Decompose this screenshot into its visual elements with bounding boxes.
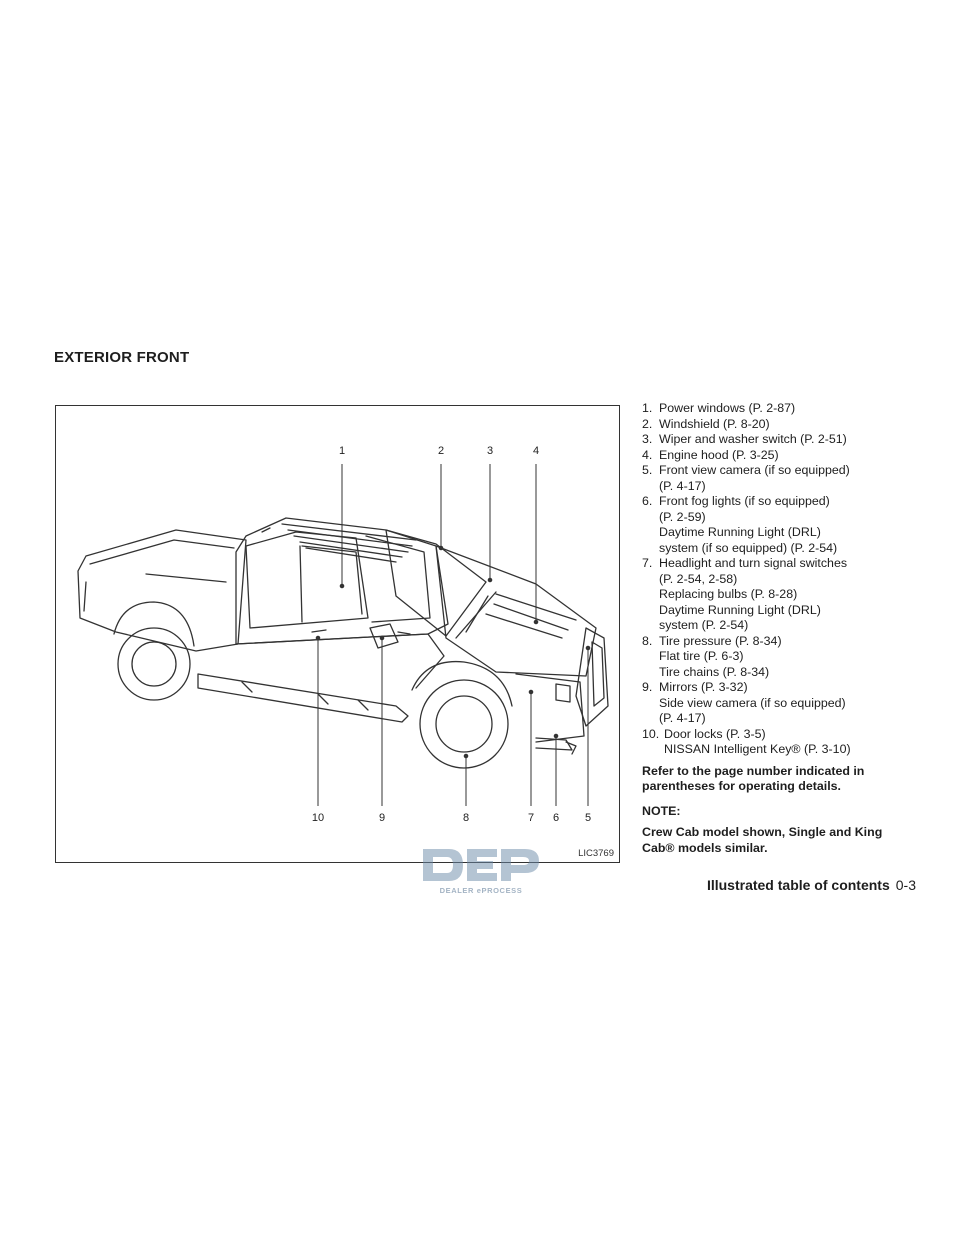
side-mirror: [369, 623, 399, 649]
legend-item-number: 2.: [642, 416, 653, 431]
legend-item-text: Replacing bulbs (P. 8-28): [659, 587, 798, 601]
legend-item: 4. Engine hood (P. 3-25): [642, 448, 916, 464]
page-number: 0-3: [895, 877, 916, 893]
legend-item-text: Daytime Running Light (DRL): [659, 525, 821, 539]
callout-numbers: 1 2 3 4 10 9 8 7 6 5: [56, 406, 619, 862]
page-footer: Illustrated table of contents 0-3: [707, 877, 916, 893]
legend-item-text: Front view camera (if so equipped): [659, 463, 850, 477]
callout-7: 7: [527, 812, 535, 824]
windshield: [385, 529, 487, 637]
legend-item-number: 4.: [642, 447, 653, 462]
callout-2: 2: [437, 445, 445, 457]
note-body: Crew Cab model shown, Single and King Ca…: [642, 825, 883, 855]
legend-item: 3. Wiper and washer switch (P. 2-51): [642, 432, 916, 448]
legend-item: 5. Front view camera (if so equipped) (P…: [642, 463, 916, 494]
legend-item-text: (P. 4-17): [659, 478, 706, 493]
watermark-text: DEALER ePROCESS: [439, 886, 523, 895]
callout-3: 3: [486, 445, 494, 457]
legend-item-text: system (P. 2-54): [659, 618, 749, 632]
legend-item-text: Windshield (P. 8-20): [659, 416, 770, 431]
dep-logo-icon: [423, 849, 539, 881]
legend: 1. Power windows (P. 2-87) 2. Windshield…: [642, 401, 916, 856]
legend-item-number: 7.: [642, 556, 653, 570]
legend-list: 1. Power windows (P. 2-87) 2. Windshield…: [642, 401, 916, 758]
legend-item-text: NISSAN Intelligent Key® (P. 3-10): [664, 742, 851, 756]
dealer-eprocess-watermark: DEALER ePROCESS: [419, 845, 543, 895]
legend-item: 2. Windshield (P. 8-20): [642, 417, 916, 433]
note-heading: NOTE:: [642, 803, 681, 818]
legend-item-number: 3.: [642, 432, 653, 446]
callout-10: 10: [311, 812, 325, 824]
front-grille: [575, 627, 609, 727]
roof-rack: [261, 523, 417, 563]
footer-title: Illustrated table of contents: [706, 877, 890, 893]
legend-item-number: 8.: [642, 633, 653, 648]
refer-note: Refer to the page number indicated in pa…: [642, 763, 865, 794]
section-title: EXTERIOR FRONT: [54, 349, 190, 366]
truck-exterior-figure: 1 2 3 4 10 9 8 7 6 5 LIC3769: [55, 405, 620, 863]
figure-id: LIC3769: [578, 848, 614, 859]
legend-item-text: Tire chains (P. 8-34): [659, 664, 770, 679]
callout-leaders: [315, 464, 591, 806]
legend-item-number: 1.: [642, 401, 653, 415]
front-wheel: [419, 679, 509, 769]
rear-wheel: [117, 627, 191, 701]
legend-item-text: Power windows (P. 2-87): [659, 401, 796, 415]
legend-item: 9. Mirrors (P. 3-32) Side view camera (i…: [642, 680, 916, 727]
legend-item: 7. Headlight and turn signal switches (P…: [642, 556, 916, 634]
legend-item-text: Door locks (P. 3-5): [664, 726, 766, 741]
running-board: [197, 673, 409, 723]
legend-item: 6. Front fog lights (if so equipped) (P.…: [642, 494, 916, 556]
legend-item: 1. Power windows (P. 2-87): [642, 401, 916, 417]
legend-item: 8. Tire pressure (P. 8-34) Flat tire (P.…: [642, 634, 916, 681]
legend-item-number: 9.: [642, 680, 653, 694]
callout-5: 5: [584, 812, 592, 824]
legend-item-text: Daytime Running Light (DRL): [659, 602, 821, 617]
callout-1: 1: [338, 445, 346, 457]
legend-item-text: Wiper and washer switch (P. 2-51): [659, 432, 847, 446]
legend-item-text: (P. 2-54, 2-58): [659, 571, 738, 586]
legend-item-text: Flat tire (P. 6-3): [659, 649, 744, 663]
legend-item-text: (P. 2-59): [659, 509, 706, 524]
legend-item-text: Front fog lights (if so equipped): [659, 494, 830, 508]
legend-item-text: Tire pressure (P. 8-34): [659, 633, 782, 648]
legend-item-number: 6.: [642, 494, 653, 508]
legend-item-text: Mirrors (P. 3-32): [659, 680, 748, 694]
truck-illustration: [77, 464, 609, 806]
legend-item-text: Side view camera (if so equipped): [659, 695, 846, 710]
legend-item: 10. Door locks (P. 3-5) NISSAN Intellige…: [642, 727, 916, 758]
callout-8: 8: [462, 812, 470, 824]
callout-6: 6: [552, 812, 560, 824]
legend-item-number: 5.: [642, 463, 653, 477]
legend-item-text: (P. 4-17): [659, 711, 706, 725]
legend-item-text: Headlight and turn signal switches: [659, 556, 848, 570]
legend-item-number: 10.: [642, 726, 660, 741]
legend-item-text: Engine hood (P. 3-25): [659, 447, 779, 462]
legend-item-text: system (if so equipped) (P. 2-54): [659, 540, 838, 555]
callout-4: 4: [532, 445, 540, 457]
callout-9: 9: [378, 812, 386, 824]
